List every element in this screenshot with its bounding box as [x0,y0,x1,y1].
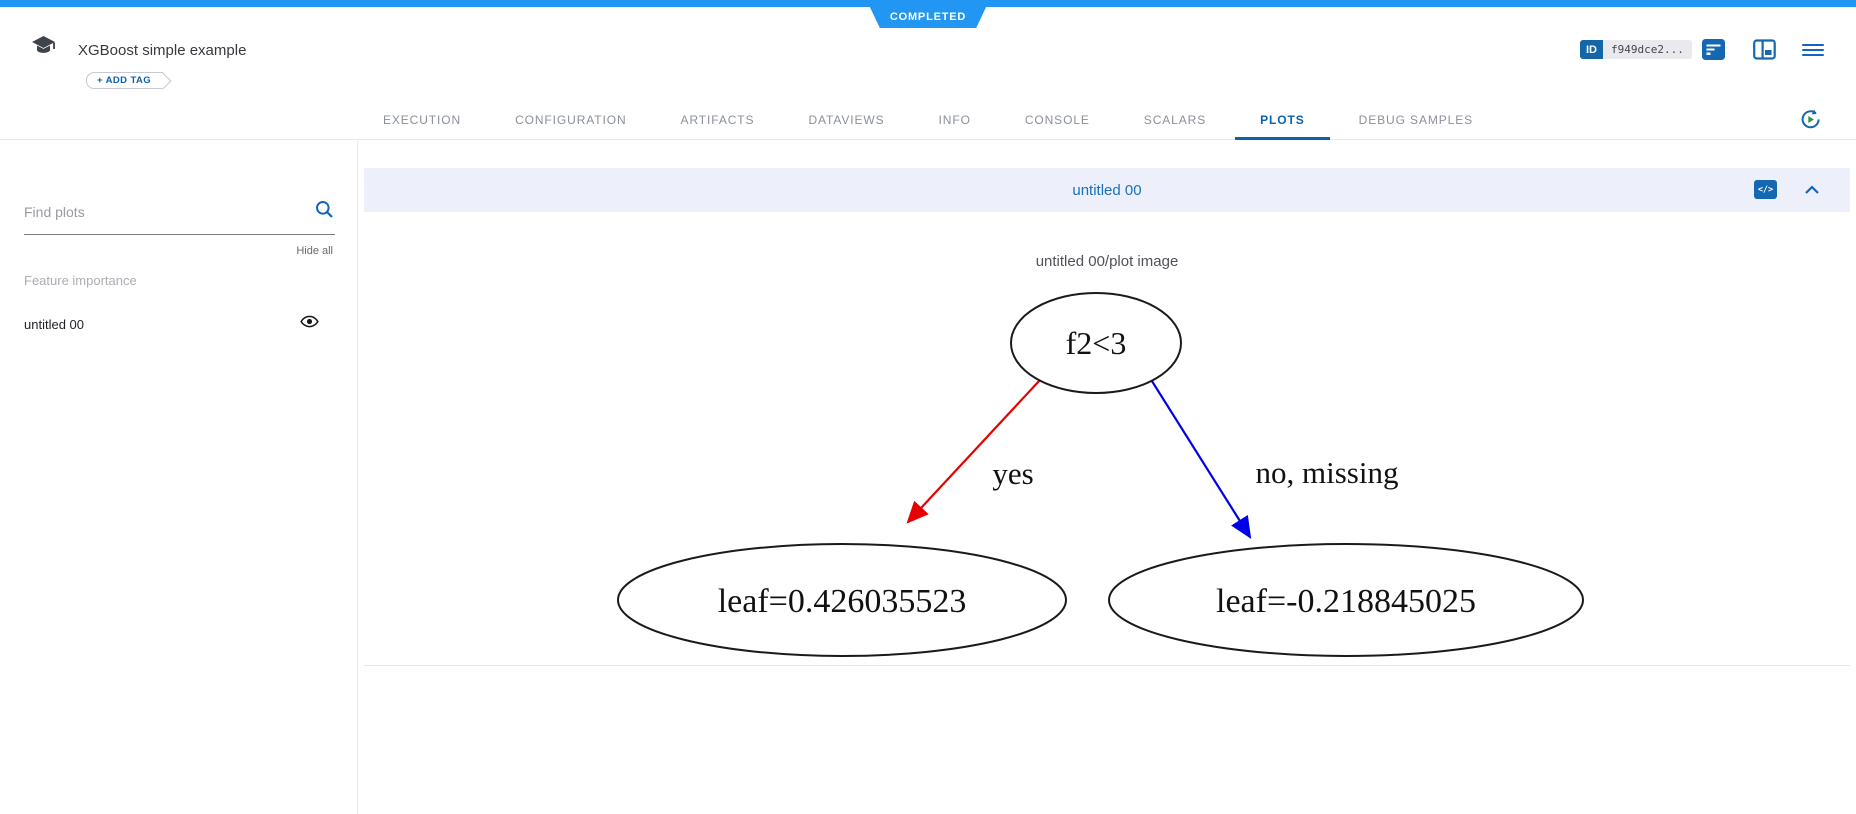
menu-icon[interactable] [1802,41,1824,57]
tab-dataviews[interactable]: DATAVIEWS [808,113,885,127]
status-color-bar [0,0,1856,7]
search-input[interactable] [24,204,314,220]
tab-plots[interactable]: PLOTS [1233,113,1332,140]
sidebar-item-untitled-00[interactable]: untitled 00 [24,312,319,336]
edge-yes [906,379,1041,524]
edge-label-no-missing: no, missing [1256,455,1399,490]
xgboost-tree-diagram: yes no, missing f2<3 leaf=0.426035523 le… [617,292,1584,657]
tree-node-leaf-right-label: leaf=-0.218845025 [1216,583,1476,620]
tab-console[interactable]: CONSOLE [1024,113,1090,127]
tab-execution[interactable]: EXECUTION [382,113,462,127]
plot-item-label: untitled 00 [24,316,84,332]
status-ribbon: COMPLETED [870,7,986,28]
plots-sidebar: Hide all Feature importance untitled 00 [0,141,358,814]
layout-view-icon[interactable] [1753,39,1776,65]
tab-info[interactable]: INFO [938,113,971,127]
add-tag-button[interactable]: + ADD TAG [86,72,165,89]
eye-icon[interactable] [300,312,319,336]
tab-artifacts[interactable]: ARTIFACTS [680,113,755,127]
tree-node-root-label: f2<3 [1066,325,1127,361]
find-plots-search[interactable] [24,199,335,235]
experiment-id-badge[interactable]: ID f949dce2... [1580,40,1692,59]
edge-no-missing [1149,377,1252,539]
plot-panel-title: untitled 00 [1072,181,1142,199]
tab-configuration[interactable]: CONFIGURATION [515,113,627,127]
search-icon[interactable] [314,199,335,225]
status-ribbon-label: COMPLETED [889,11,967,23]
plot-image-title: untitled 00/plot image [1035,253,1179,270]
tree-node-leaf-left-label: leaf=0.426035523 [718,583,967,620]
id-value: f949dce2... [1603,40,1692,59]
chevron-up-icon[interactable] [1802,181,1822,204]
id-chip: ID [1580,40,1603,59]
tab-debug-samples[interactable]: DEBUG SAMPLES [1358,113,1474,127]
plot-group-feature-importance[interactable]: Feature importance [24,273,137,288]
embed-code-icon[interactable]: </> [1754,180,1777,199]
tree-node-root [1010,292,1182,394]
plot-panel-header[interactable]: untitled 00 </> [364,168,1850,212]
experiment-tabbar: EXECUTION CONFIGURATION ARTIFACTS DATAVI… [0,104,1856,140]
experiment-title: XGBoost simple example [78,42,247,59]
auto-refresh-icon[interactable] [1799,108,1822,136]
tab-scalars[interactable]: SCALARS [1143,113,1207,127]
plot-canvas[interactable]: untitled 00/plot image yes no, missing f… [364,212,1850,666]
task-details-icon[interactable] [1702,39,1725,65]
hide-all-link[interactable]: Hide all [296,245,333,257]
tree-node-leaf-right [1108,543,1584,657]
tree-node-leaf-left [617,543,1067,657]
experiment-type-icon [30,33,57,65]
edge-label-yes: yes [992,456,1033,491]
